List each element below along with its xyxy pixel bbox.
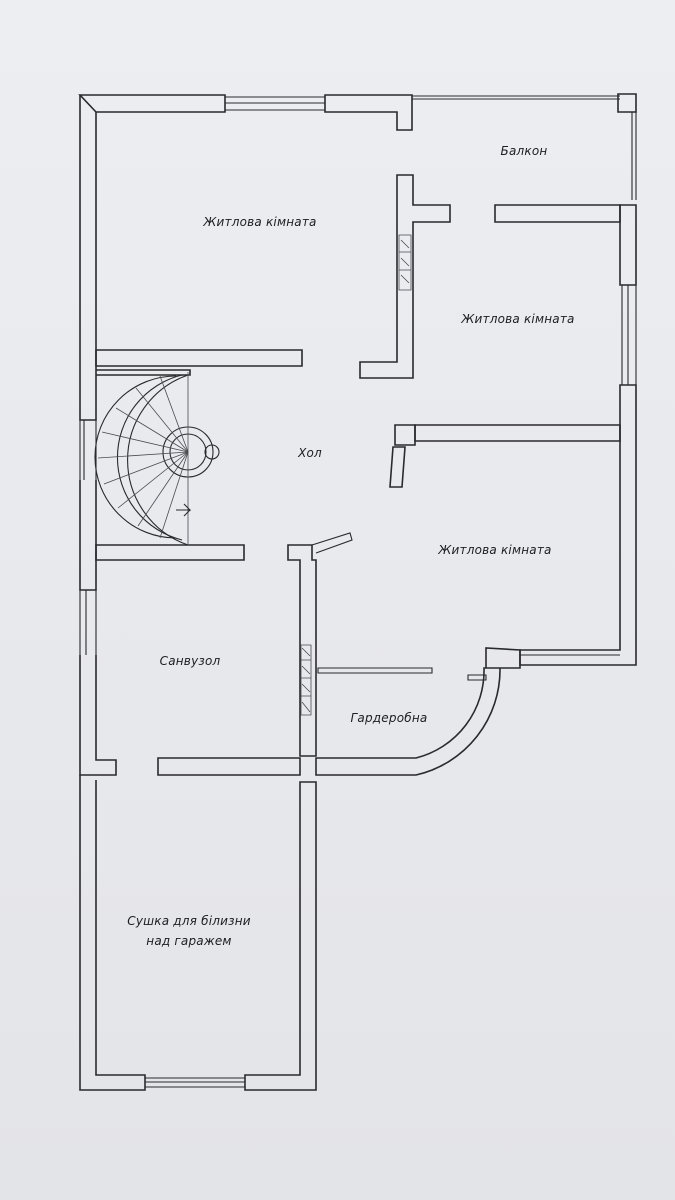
spiral-staircase (94, 369, 220, 546)
label-drying-line-2: над гаражем (146, 934, 231, 948)
label-living-room-1: Житлова кімната (202, 215, 316, 229)
label-bathroom: Санвузол (160, 654, 221, 668)
label-balcony: Балкон (501, 144, 548, 158)
label-hall: Хол (297, 446, 322, 460)
label-living-room-3: Житлова кімната (437, 543, 551, 557)
label-wardrobe: Гардеробна (351, 711, 428, 725)
interior-walls (95, 174, 621, 776)
room-labels: Балкон Житлова кімната Житлова кімната Х… (127, 144, 574, 948)
label-living-room-2: Житлова кімната (460, 312, 574, 326)
outer-walls (78, 93, 637, 1091)
label-drying-line-1: Сушка для білизни (127, 914, 251, 928)
